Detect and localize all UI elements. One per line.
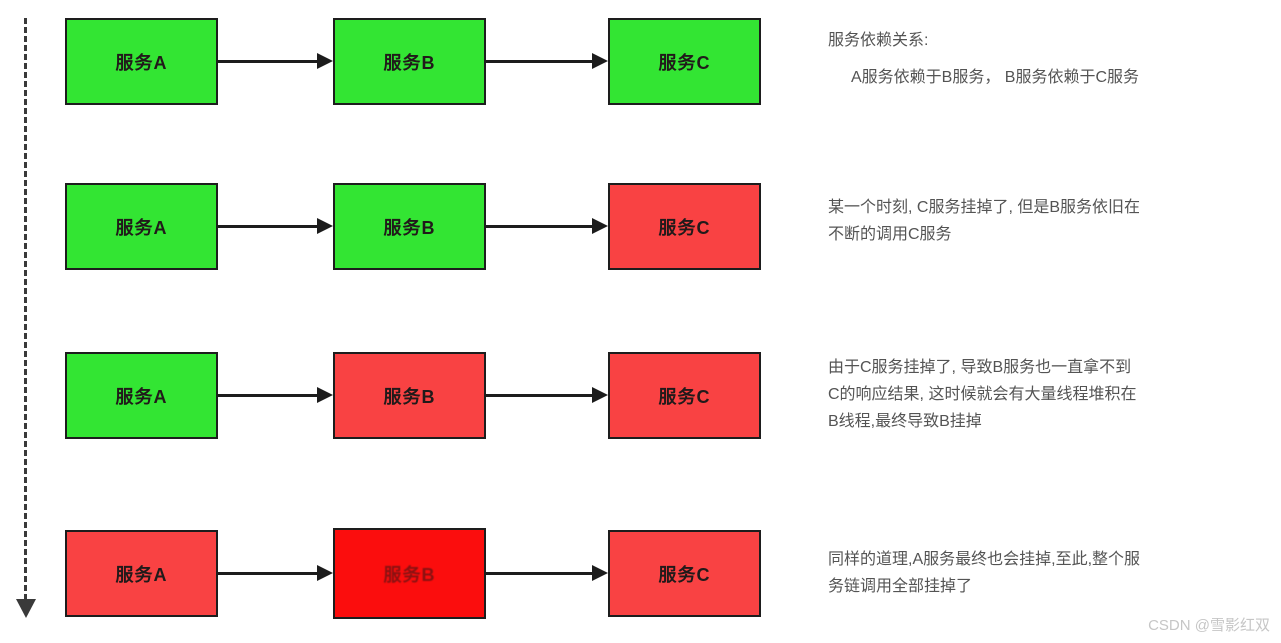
- arrow-a-to-b: [218, 218, 333, 234]
- arrowhead-right-icon: [592, 387, 608, 403]
- service-box-a: 服务A: [65, 183, 218, 270]
- desc-line: C的响应结果, 这时候就会有大量线程堆积在: [828, 386, 1137, 403]
- service-box-c: 服务C: [608, 352, 761, 439]
- arrow-shaft: [486, 393, 592, 397]
- arrow-a-to-b: [218, 53, 333, 69]
- arrowhead-right-icon: [317, 565, 333, 581]
- service-box-b: 服务B: [333, 183, 486, 270]
- service-row-1: 服务A 服务B 服务C: [0, 18, 800, 105]
- service-box-c: 服务C: [608, 530, 761, 617]
- service-box-a: 服务A: [65, 18, 218, 105]
- arrowhead-right-icon: [317, 387, 333, 403]
- service-box-b: 服务B: [333, 352, 486, 439]
- desc-line: 不断的调用C服务: [828, 226, 952, 243]
- service-box-label: 服务C: [658, 217, 711, 238]
- service-box-label: 服务C: [658, 386, 711, 407]
- service-box-label: 服务A: [115, 564, 168, 585]
- arrow-shaft: [486, 571, 592, 575]
- arrow-down-icon: [16, 599, 36, 618]
- arrow-shaft: [218, 571, 317, 575]
- arrow-shaft: [218, 393, 317, 397]
- arrow-shaft: [218, 59, 317, 63]
- watermark: CSDN @雪影红双: [1148, 617, 1270, 634]
- timeline-dashed-line: [24, 18, 27, 600]
- arrow-b-to-c: [486, 218, 608, 234]
- arrowhead-right-icon: [317, 53, 333, 69]
- description-row-3: 由于C服务挂掉了, 导致B服务也一直拿不到 C的响应结果, 这时候就会有大量线程…: [828, 354, 1268, 435]
- service-box-a: 服务A: [65, 352, 218, 439]
- desc-line: 由于C服务挂掉了, 导致B服务也一直拿不到: [828, 359, 1132, 376]
- service-box-label: 服务A: [115, 386, 168, 407]
- service-row-3: 服务A 服务B 服务C: [0, 352, 800, 439]
- arrow-a-to-b: [218, 387, 333, 403]
- desc-line: A服务依赖于B服务， B服务依赖于C服务: [851, 69, 1140, 86]
- arrowhead-right-icon: [317, 218, 333, 234]
- service-box-a: 服务A: [65, 530, 218, 617]
- arrow-shaft: [218, 224, 317, 228]
- service-box-label: 服务C: [658, 52, 711, 73]
- arrow-a-to-b: [218, 565, 333, 581]
- service-box-label: 服务A: [115, 52, 168, 73]
- service-row-4: 服务A 服务B 服务C: [0, 528, 800, 619]
- service-box-label: 服务A: [115, 217, 168, 238]
- service-box-c: 服务C: [608, 183, 761, 270]
- service-box-b: 服务B: [333, 528, 486, 619]
- service-box-label: 服务B: [383, 52, 436, 73]
- description-row-1: 服务依赖关系: A服务依赖于B服务， B服务依赖于C服务: [828, 28, 1268, 102]
- service-row-2: 服务A 服务B 服务C: [0, 183, 800, 270]
- arrowhead-right-icon: [592, 53, 608, 69]
- desc-line: 同样的道理,A服务最终也会挂掉,至此,整个服: [828, 551, 1141, 568]
- arrow-shaft: [486, 224, 592, 228]
- service-box-label: 服务C: [658, 564, 711, 585]
- arrowhead-right-icon: [592, 565, 608, 581]
- service-box-b: 服务B: [333, 18, 486, 105]
- arrowhead-right-icon: [592, 218, 608, 234]
- arrow-b-to-c: [486, 387, 608, 403]
- desc-line: 务链调用全部挂掉了: [828, 578, 973, 595]
- desc-line: 某一个时刻, C服务挂掉了, 但是B服务依旧在: [828, 199, 1141, 216]
- service-box-label: 服务B: [383, 217, 436, 238]
- desc-line: 服务依赖关系:: [828, 32, 929, 49]
- arrow-b-to-c: [486, 565, 608, 581]
- description-row-2: 某一个时刻, C服务挂掉了, 但是B服务依旧在 不断的调用C服务: [828, 194, 1268, 248]
- service-box-label: 服务B: [383, 386, 436, 407]
- service-box-label: 服务B: [383, 564, 436, 585]
- service-box-c: 服务C: [608, 18, 761, 105]
- desc-line: B线程,最终导致B挂掉: [828, 413, 982, 430]
- arrow-shaft: [486, 59, 592, 63]
- description-row-4: 同样的道理,A服务最终也会挂掉,至此,整个服 务链调用全部挂掉了: [828, 546, 1268, 600]
- arrow-b-to-c: [486, 53, 608, 69]
